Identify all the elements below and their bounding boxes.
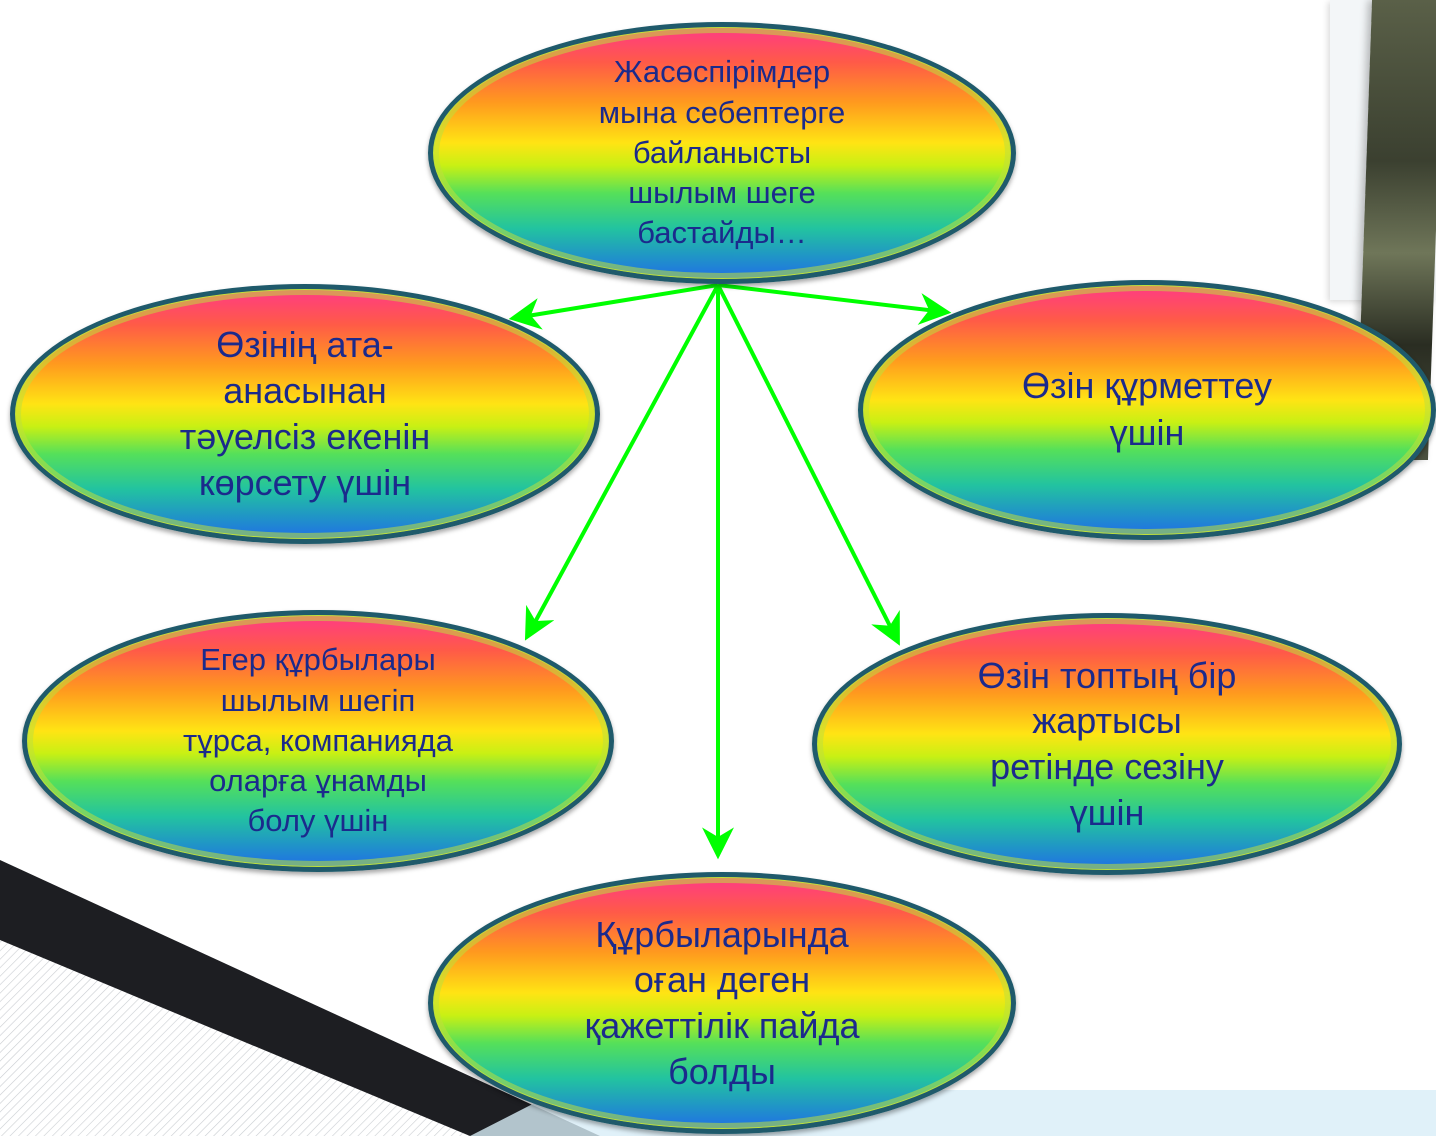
node-right-top-text: Өзін құрметтеу үшін bbox=[1022, 365, 1272, 453]
arrow-to-right-bottom bbox=[716, 284, 900, 646]
node-right-bottom: Өзін топтың бір жартысы ретінде сезіну ү… bbox=[812, 613, 1402, 875]
node-left-top: Өзінің ата- анасынан тәуелсіз екенін көр… bbox=[10, 284, 600, 544]
node-center: Жасөспірімдер мына себептерге байланысты… bbox=[428, 22, 1016, 284]
node-bottom: Құрбыларында оған деген қажеттілік пайда… bbox=[428, 872, 1016, 1134]
node-left-bottom-text: Егер құрбылары шылым шегіп тұрса, компан… bbox=[183, 642, 453, 839]
arrow-to-left-bottom bbox=[524, 284, 720, 641]
node-left-top-text: Өзінің ата- анасынан тәуелсіз екенін көр… bbox=[179, 323, 431, 504]
node-right-bottom-text: Өзін топтың бір жартысы ретінде сезіну ү… bbox=[977, 654, 1237, 833]
arrow-to-left-top bbox=[508, 283, 719, 330]
node-left-bottom: Егер құрбылары шылым шегіп тұрса, компан… bbox=[22, 610, 614, 872]
arrow-to-right-top bbox=[717, 283, 952, 325]
node-center-text: Жасөспірімдер мына себептерге байланысты… bbox=[598, 54, 846, 251]
dark-wedge bbox=[0, 860, 600, 1136]
node-bottom-text: Құрбыларында оған деген қажеттілік пайда… bbox=[584, 913, 860, 1092]
node-right-top: Өзін құрметтеу үшін bbox=[858, 280, 1436, 540]
